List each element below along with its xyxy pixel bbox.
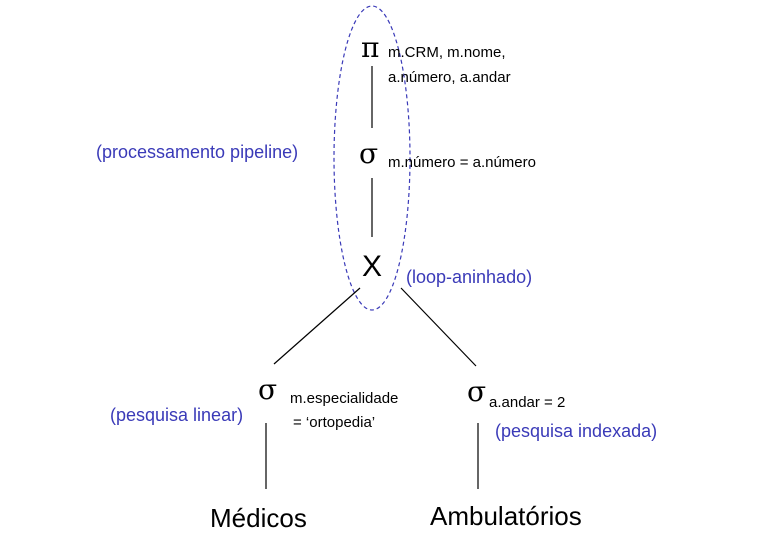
edge-product-right-selection: [400, 287, 477, 367]
product-symbol: X: [362, 250, 383, 283]
edge-product-left-selection: [273, 287, 361, 365]
selection-join-condition: m.número = a.número: [388, 154, 536, 171]
selection-join-symbol: σ: [359, 137, 379, 170]
pipeline-ellipse: [333, 5, 411, 311]
projection-attributes-line1: m.CRM, m.nome,: [388, 44, 506, 61]
linear-search-annotation: (pesquisa linear): [110, 405, 244, 425]
nested-loop-annotation: (loop-aninhado): [406, 267, 533, 287]
selection-left-symbol: σ: [258, 373, 278, 406]
indexed-search-annotation: (pesquisa indexada): [495, 421, 658, 441]
projection-symbol: π: [361, 31, 380, 64]
selection-right-condition: a.andar = 2: [489, 394, 566, 411]
selection-left-condition-line1: m.especialidade: [290, 390, 399, 407]
selection-left-condition-line2: = ‘ortopedia’: [293, 414, 376, 431]
selection-right-symbol: σ: [467, 375, 487, 408]
relation-medicos: Médicos: [210, 503, 307, 533]
projection-attributes-line2: a.número, a.andar: [388, 69, 511, 86]
relation-ambulatorios: Ambulatórios: [430, 501, 582, 531]
pipeline-annotation: (processamento pipeline): [96, 142, 299, 162]
